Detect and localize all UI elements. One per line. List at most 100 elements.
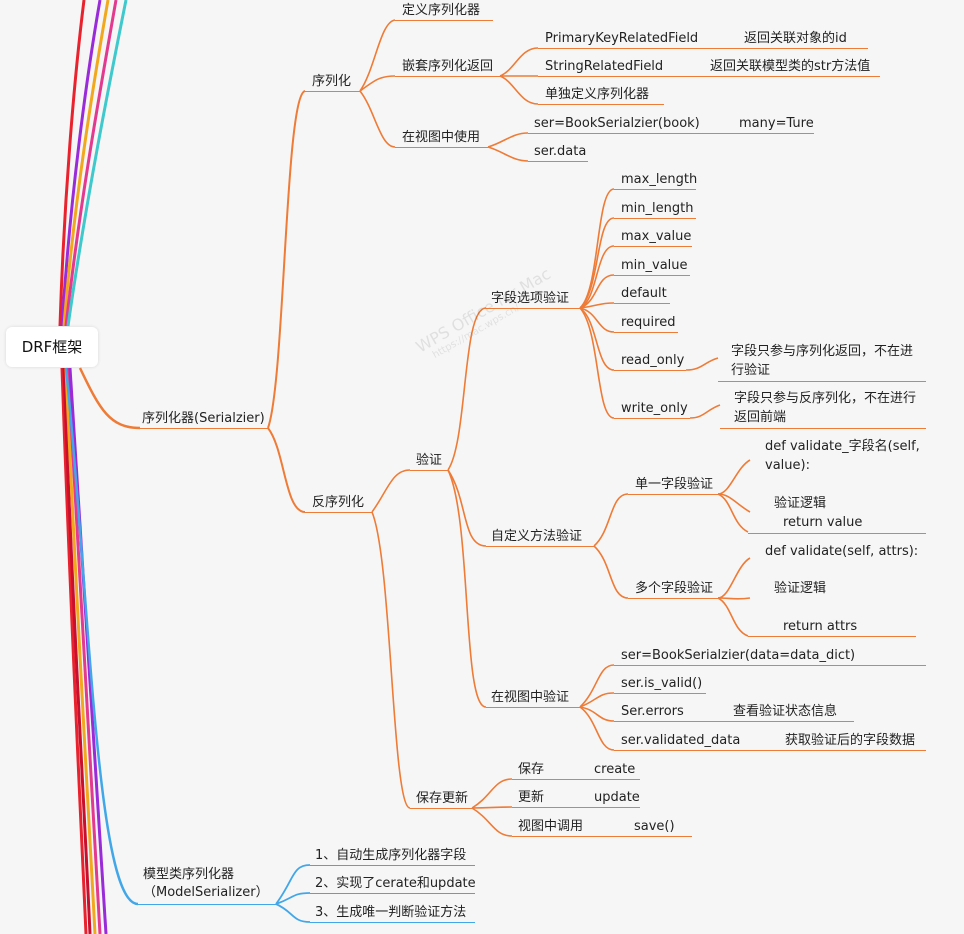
underline-custom-method <box>486 546 594 547</box>
node-multi-field[interactable]: 多个字段验证 <box>635 581 714 596</box>
edge-view-validated <box>579 706 615 751</box>
underline-max-value <box>614 246 692 247</box>
underline-multi-field <box>628 598 718 599</box>
underline-view-use <box>395 147 488 148</box>
node-custom-method[interactable]: 自定义方法验证 <box>491 529 583 544</box>
root-node[interactable]: DRF框架 <box>6 327 98 367</box>
node-view-call[interactable]: 视图中调用 <box>518 819 584 834</box>
node-multi-return[interactable]: return attrs <box>783 619 858 634</box>
node-model-serializer-line2[interactable]: （ModelSerializer） <box>143 885 269 900</box>
underline-view-call <box>512 836 692 837</box>
underline-model-item1 <box>310 865 475 866</box>
edge-root-top-cyan <box>66 0 128 327</box>
edge-fields-min-value <box>579 274 615 309</box>
edge-read-only-desc <box>685 357 719 371</box>
node-write-only-desc1[interactable]: 字段只参与反序列化，不在进行 <box>734 391 917 406</box>
node-model-item3[interactable]: 3、生成唯一判断验证方法 <box>315 905 467 920</box>
node-serializer[interactable]: 序列化器(Serialzier) <box>142 411 265 426</box>
edge-custom-single <box>593 493 629 547</box>
underline-model-serializer <box>138 904 276 905</box>
node-required[interactable]: required <box>621 315 676 330</box>
edge-save-viewcall <box>471 807 513 837</box>
node-validate[interactable]: 验证 <box>416 453 443 468</box>
edge-save-save <box>471 778 513 809</box>
edge-serializer-deserialize <box>267 427 306 513</box>
underline-errors <box>614 721 854 722</box>
node-model-serializer-line1[interactable]: 模型类序列化器 <box>143 867 235 882</box>
edge-view-errors <box>579 706 615 722</box>
node-deserialize[interactable]: 反序列化 <box>312 495 365 510</box>
edge-root-model <box>64 367 139 906</box>
node-max-value[interactable]: max_value <box>621 229 692 244</box>
node-read-only-desc2[interactable]: 行验证 <box>731 363 771 378</box>
node-view-use[interactable]: 在视图中使用 <box>402 130 481 145</box>
node-save-update[interactable]: 保存更新 <box>416 791 469 806</box>
node-ser-data-dict[interactable]: ser=BookSerialzier(data=data_dict) <box>621 648 856 663</box>
node-serialize[interactable]: 序列化 <box>312 74 352 89</box>
node-update[interactable]: update <box>594 790 640 805</box>
node-default[interactable]: default <box>621 286 667 301</box>
underline-view-validate <box>486 707 580 708</box>
node-save-call[interactable]: save() <box>634 819 675 834</box>
node-is-valid[interactable]: ser.is_valid() <box>621 676 703 691</box>
node-read-only[interactable]: read_only <box>621 353 685 368</box>
node-write-only[interactable]: write_only <box>621 401 688 416</box>
node-single-def1[interactable]: def validate_字段名(self, <box>765 439 920 454</box>
node-read-only-desc1[interactable]: 字段只参与序列化返回，不在进 <box>731 344 914 359</box>
underline-save-update <box>410 808 472 809</box>
node-min-length[interactable]: min_length <box>621 201 694 216</box>
edge-fields-write-only <box>579 307 615 419</box>
node-validated-desc[interactable]: 获取验证后的字段数据 <box>785 733 916 748</box>
edge-deserialize-validate <box>371 469 411 513</box>
underline-max-length <box>614 189 696 190</box>
node-ser-data[interactable]: ser.data <box>534 144 587 159</box>
edge-validate-custom <box>447 469 487 547</box>
node-validated-data[interactable]: ser.validated_data <box>621 733 741 748</box>
node-create[interactable]: create <box>594 762 636 777</box>
node-single-serializer[interactable]: 单独定义序列化器 <box>545 87 650 102</box>
underline-field-options <box>486 308 580 309</box>
node-errors[interactable]: Ser.errors <box>621 704 684 719</box>
node-save[interactable]: 保存 <box>518 762 545 777</box>
edge-serialize-nested <box>359 75 396 92</box>
node-max-length[interactable]: max_length <box>621 172 698 187</box>
node-single-return[interactable]: return value <box>783 515 863 530</box>
node-single-def2[interactable]: value): <box>765 458 810 473</box>
node-many-true[interactable]: many=Ture <box>739 116 814 131</box>
node-min-value[interactable]: min_value <box>621 258 688 273</box>
node-single-field[interactable]: 单一字段验证 <box>635 477 714 492</box>
edge-root-bottom-red <box>60 367 88 934</box>
node-update-label[interactable]: 更新 <box>518 790 545 805</box>
node-model-item2[interactable]: 2、实现了cerate和update <box>315 876 476 891</box>
node-model-item1[interactable]: 1、自动生成序列化器字段 <box>315 848 467 863</box>
node-field-options[interactable]: 字段选项验证 <box>491 291 570 306</box>
underline-ser-book <box>528 133 814 134</box>
edge-root-top-red <box>58 0 86 327</box>
node-define-serializer[interactable]: 定义序列化器 <box>402 3 481 18</box>
node-ser-book[interactable]: ser=BookSerialzier(book) <box>534 116 700 131</box>
node-nested[interactable]: 嵌套序列化返回 <box>402 59 494 74</box>
node-multi-def[interactable]: def validate(self, attrs): <box>765 544 919 559</box>
node-write-only-desc2[interactable]: 返回前端 <box>734 410 787 425</box>
edge-fields-min-length <box>579 217 615 309</box>
edge-write-only-desc <box>689 404 721 419</box>
node-pk-related[interactable]: PrimaryKeyRelatedField <box>545 31 699 46</box>
edge-multi-logic <box>717 597 751 600</box>
edge-nested-pk <box>499 47 539 77</box>
underline-nested <box>395 76 500 77</box>
node-str-related-desc[interactable]: 返回关联模型类的str方法值 <box>710 59 871 74</box>
edge-single-def <box>717 459 751 495</box>
underline-write-only <box>614 418 690 419</box>
edge-model-item1 <box>275 864 311 905</box>
edge-root-bottom-crimson <box>62 367 92 934</box>
edge-serializer-serialize <box>267 90 306 429</box>
node-pk-related-desc[interactable]: 返回关联对象的id <box>744 31 847 46</box>
node-multi-logic[interactable]: 验证逻辑 <box>774 581 827 596</box>
underline-single-return <box>748 533 926 534</box>
node-single-logic[interactable]: 验证逻辑 <box>774 496 827 511</box>
node-str-related[interactable]: StringRelatedField <box>545 59 664 74</box>
edge-single-logic <box>717 493 751 513</box>
node-view-validate[interactable]: 在视图中验证 <box>491 690 570 705</box>
node-errors-desc[interactable]: 查看验证状态信息 <box>733 704 838 719</box>
edge-root-bottom-magenta <box>66 367 102 934</box>
